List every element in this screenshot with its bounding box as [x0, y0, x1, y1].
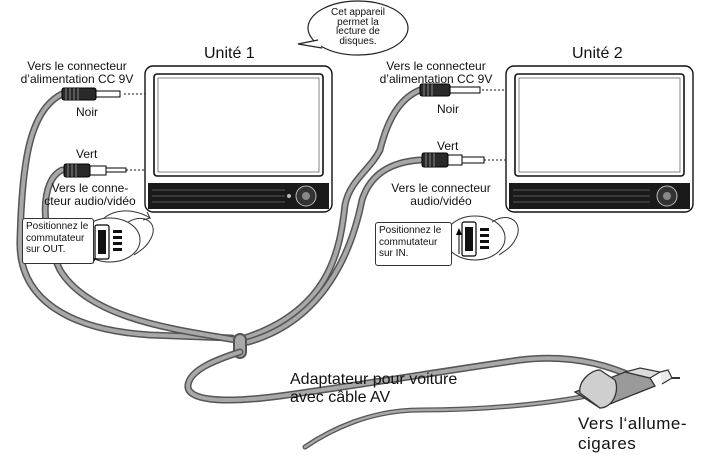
unit1-green-label: Vert — [76, 147, 98, 161]
unit2-av-plug — [421, 152, 485, 168]
unit1-power-plug — [61, 87, 121, 101]
unit2-power-plug — [419, 83, 481, 97]
unit2-switch-note-line: Positionnez le — [379, 225, 442, 236]
unit2-av-label: Vers le connecteur audio/vidéo — [376, 182, 506, 208]
unit2-title: Unité 2 — [572, 45, 623, 62]
unit1-monitor — [144, 65, 333, 213]
bubble-text: Cet appareil permet la lecture de disque… — [325, 8, 391, 46]
leader-lines — [124, 89, 506, 171]
unit1-switch-note-line: commutateur — [26, 232, 85, 244]
adapter-label: Adaptateur pour voiture avec câble AV — [290, 371, 457, 407]
unit1-black-label: Noir — [76, 105, 99, 119]
unit2-switch-note-line: sur IN. — [379, 248, 409, 259]
unit2-power-label-line: d’alimentation CC 9V — [379, 72, 493, 86]
unit1-av-label-line: cteur audio/vidéo — [44, 194, 136, 208]
unit1-switch-note-line: Positionnez le — [26, 221, 89, 232]
unit1-switch-note-line: sur OUT. — [26, 244, 66, 255]
lighter-label-line: cigares — [578, 434, 637, 453]
unit2-switch-callout — [444, 215, 519, 261]
unit1-title: Unité 1 — [204, 45, 255, 62]
unit1-power-label: Vers le connecteur d’alimentation CC 9V — [7, 60, 147, 86]
unit2-av-label-line: audio/vidéo — [410, 194, 472, 208]
unit1-av-label: Vers le conne- cteur audio/vidéo — [40, 182, 140, 208]
unit2-power-label: Vers le connecteur d’alimentation CC 9V — [366, 60, 506, 86]
cigarette-lighter-plug — [573, 367, 680, 409]
bubble-line: disques. — [339, 35, 377, 47]
unit2-switch-note-line: commutateur — [379, 236, 438, 248]
unit2-monitor — [505, 65, 694, 213]
speech-bubble — [297, 0, 409, 56]
bubble-line: lecture de — [336, 26, 380, 37]
unit2-green-label: Vert — [437, 139, 459, 153]
unit2-av-label-line: Vers le connecteur — [391, 181, 491, 195]
unit2-switch-note: Positionnez le commutateur sur IN. — [375, 222, 452, 266]
adapter-label-line: avec câble AV — [290, 389, 391, 406]
unit1-power-label-line: Vers le connecteur — [27, 59, 127, 73]
unit1-av-label-line: Vers le conne- — [51, 181, 129, 195]
unit2-black-label: Noir — [437, 102, 460, 116]
bubble-line: Cet appareil — [331, 7, 385, 18]
unit2-power-label-line: Vers le connecteur — [386, 59, 486, 73]
unit1-switch-note: Positionnez le commutateur sur OUT. — [22, 218, 94, 264]
lighter-label-line: Vers l‘allume- — [578, 414, 688, 433]
bubble-line: permet la — [337, 16, 379, 28]
cable-bundle — [16, 86, 644, 450]
lighter-label: Vers l‘allume- cigares — [578, 414, 687, 454]
unit1-power-label-line: d’alimentation CC 9V — [20, 72, 134, 86]
unit1-av-plug — [63, 163, 127, 178]
adapter-label-line: Adaptateur pour voiture — [290, 371, 458, 388]
